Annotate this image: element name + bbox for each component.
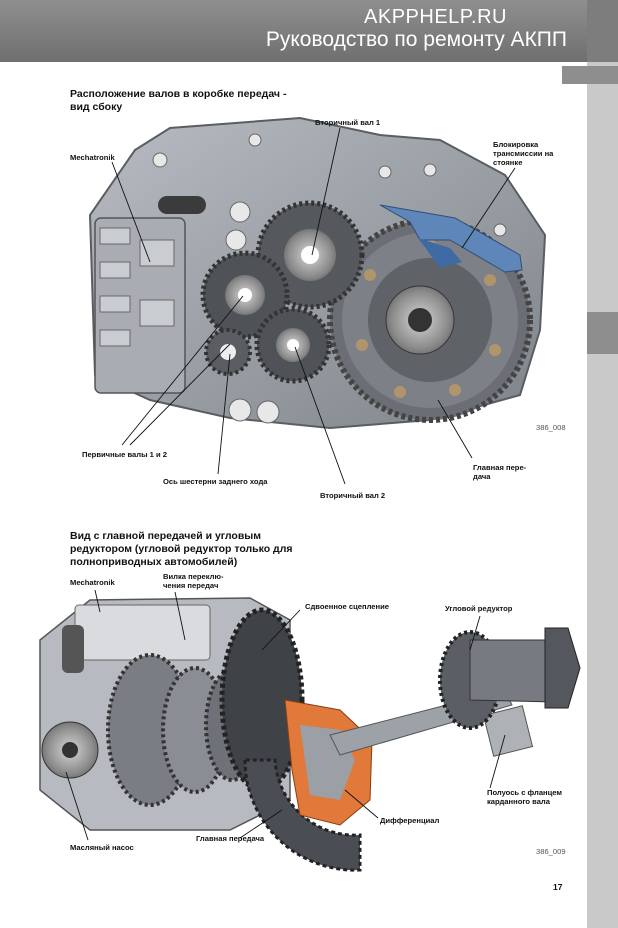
- right-edge-tab: [562, 66, 618, 84]
- label-mechatronik-1: Mechatronik: [70, 153, 115, 162]
- gearbox-final-drive-illustration: [39, 589, 581, 872]
- label-mechatronik-2: Mechatronik: [70, 578, 115, 587]
- label-half-shaft: Полуось с фланцем карданного вала: [487, 788, 563, 806]
- page-header: AKPPHELP.RU Руководство по ремонту АКПП: [0, 0, 587, 62]
- site-name: AKPPHELP.RU: [364, 6, 507, 28]
- figure-code-2: 386_009: [536, 847, 566, 856]
- section2-title: Вид с главной передачей и угловым редукт…: [70, 530, 293, 568]
- page-number: 17: [553, 882, 563, 892]
- figure-code-1: 386_008: [536, 423, 566, 432]
- label-dual-clutch: Сдвоенное сцепление: [305, 602, 390, 611]
- label-differential: Дифференциал: [380, 816, 440, 825]
- label-final-drive-1: Главная пере- дача: [473, 463, 527, 481]
- label-angle-gear: Угловой редуктор: [445, 604, 513, 613]
- label-reverse-axle: Ось шестерни заднего хода: [163, 477, 268, 486]
- label-oil-pump: Масляный насос: [70, 843, 134, 852]
- label-input-shafts: Первичные валы 1 и 2: [82, 450, 168, 459]
- right-bar-top-block: [587, 0, 618, 62]
- gearbox-side-view-illustration: [88, 116, 547, 485]
- label-output-shaft-2: Вторичный вал 2: [320, 491, 386, 500]
- right-margin-bar: [587, 0, 618, 928]
- label-parking-lock: Блокировка трансмиссии на стоянке: [493, 140, 554, 167]
- label-shift-fork: Вилка переклю- чения передач: [163, 572, 224, 590]
- right-bar-tab: [587, 312, 618, 354]
- label-final-drive-2: Главная передача: [196, 834, 265, 843]
- label-output-shaft-1: Вторичный вал 1: [315, 118, 381, 127]
- header-subtitle: Руководство по ремонту АКПП: [265, 28, 567, 51]
- section1-title: Расположение валов в коробке передач - в…: [70, 88, 287, 113]
